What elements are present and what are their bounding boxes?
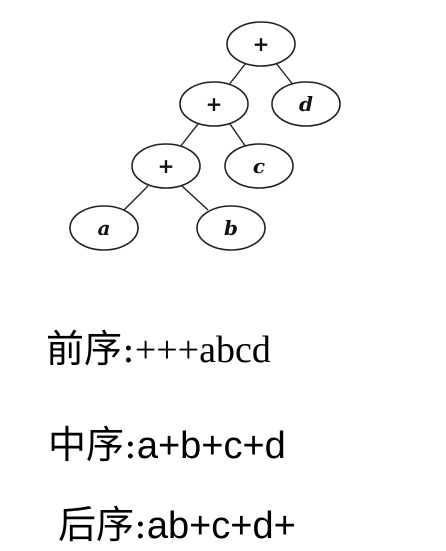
tree-edges (123, 62, 295, 211)
node-label-a: a (98, 216, 111, 240)
tree-node-b: b (196, 205, 266, 251)
inorder-label: 中序: (48, 423, 137, 467)
inorder-line: 中序:a+b+c+d (48, 414, 286, 469)
preorder-label: 前序: (46, 327, 135, 371)
node-label-op3: + (158, 154, 175, 178)
tree-node-a: a (69, 205, 139, 251)
expression-tree: + + d + c a b (69, 21, 341, 251)
edge-root-d (275, 62, 295, 87)
inorder-value: a+b+c+d (136, 425, 286, 467)
preorder-value: +++abcd (134, 329, 271, 371)
node-ellipse (69, 205, 139, 251)
edge-op2-c (229, 123, 247, 148)
node-ellipse (224, 143, 294, 189)
edge-op2-op3 (179, 123, 199, 148)
postorder-line: 后序:ab+c+d+ (58, 494, 296, 549)
tree-node-op3: + (131, 143, 201, 189)
node-ellipse (179, 81, 249, 127)
node-ellipse (226, 21, 296, 67)
edge-root-op2 (227, 62, 247, 87)
tree-node-d: d (271, 81, 341, 127)
preorder-line: 前序:+++abcd (46, 318, 271, 373)
edge-op3-b (181, 185, 209, 211)
node-ellipse (271, 81, 341, 127)
postorder-label: 后序: (58, 503, 147, 547)
node-label-b: b (224, 216, 238, 240)
node-ellipse (196, 205, 266, 251)
node-label-c: c (253, 154, 265, 178)
node-label-root: + (253, 32, 270, 56)
node-label-op2: + (206, 92, 223, 116)
tree-node-op2: + (179, 81, 249, 127)
node-label-d: d (299, 92, 313, 116)
node-ellipse (131, 143, 201, 189)
edge-op3-a (123, 185, 149, 211)
postorder-value: ab+c+d+ (146, 505, 296, 547)
tree-node-root: + (226, 21, 296, 67)
tree-node-c: c (224, 143, 294, 189)
